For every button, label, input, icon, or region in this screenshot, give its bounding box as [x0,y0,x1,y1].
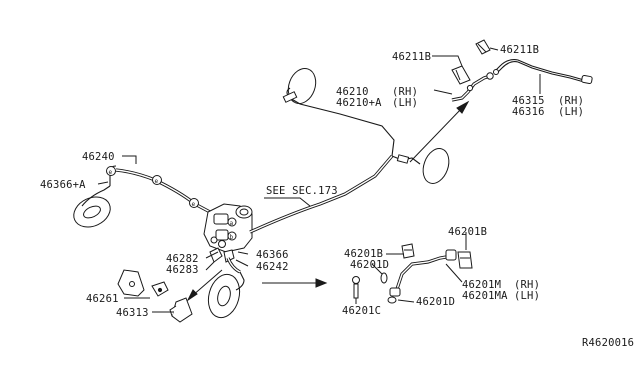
inset-arrow-upper [409,107,463,163]
label-see-section: SEE SEC.173 [266,185,338,197]
label-46201m: 46201M [462,279,501,291]
svg-text:a: a [230,220,234,227]
label-46313: 46313 [116,307,149,319]
line-clip-1 [106,166,116,176]
clip-46201b-left [401,243,415,259]
label-46201d-upper: 46201D [350,259,389,271]
label-46211b-right: 46211B [500,44,539,56]
front-brake-line-assembly: e e e a b [73,68,470,323]
label-46261: 46261 [86,293,119,305]
clip-46211b-right [475,39,491,55]
label-46240: 46240 [82,151,115,163]
label-46201d-lower: 46201D [416,296,455,308]
svg-text:b: b [230,234,234,241]
line-clip-2 [152,175,162,185]
label-46210-rh: (RH) [392,86,418,98]
label-46282: 46282 [166,253,199,265]
rear-brake-drum-right [422,148,450,184]
label-46201c: 46201C [342,305,381,317]
label-46210a-lh: (LH) [392,97,418,109]
label-46366: 46366 [256,249,289,261]
label-46315-rh: (RH) [558,95,584,107]
label-46201b-left: 46201B [344,248,383,260]
svg-text:e: e [109,169,113,176]
label-46201b-right: 46201B [448,226,487,238]
callout-labels: 46240 46366+A 46282 46283 46366 46242 46… [40,44,634,349]
rear-brake-drum-left [287,68,317,104]
detail-arrow-left [191,269,223,297]
label-46210: 46210 [336,86,369,98]
clip-46201b-right [457,251,473,269]
label-46242: 46242 [256,261,289,273]
clip-46211b-left [451,65,471,85]
block-46313 [171,297,193,323]
label-46201m-rh: (RH) [514,279,540,291]
bolt-46201c [352,276,360,284]
label-46366a: 46366+A [40,179,86,191]
label-46316-lh: (LH) [558,106,584,118]
label-46210a: 46210+A [336,97,382,109]
drawing-reference: R4620016 [582,337,634,349]
front-hose-inset [262,232,473,304]
leader-lines-left [97,155,311,271]
rear-hose-inset [432,39,593,102]
washer-46201d-upper [380,272,388,284]
line-clip-3 [189,198,199,208]
label-46283: 46283 [166,264,199,276]
label-46316: 46316 [512,106,545,118]
label-46211b-left: 46211B [392,51,431,63]
left-brake-disc [73,196,111,228]
washer-46201d-lower [387,296,397,304]
label-46201ma: 46201MA [462,290,508,302]
label-46201ma-lh: (LH) [514,290,540,302]
front-brake-disc [207,273,241,319]
label-46315: 46315 [512,95,545,107]
svg-text:e: e [155,178,159,185]
svg-text:e: e [192,201,196,208]
